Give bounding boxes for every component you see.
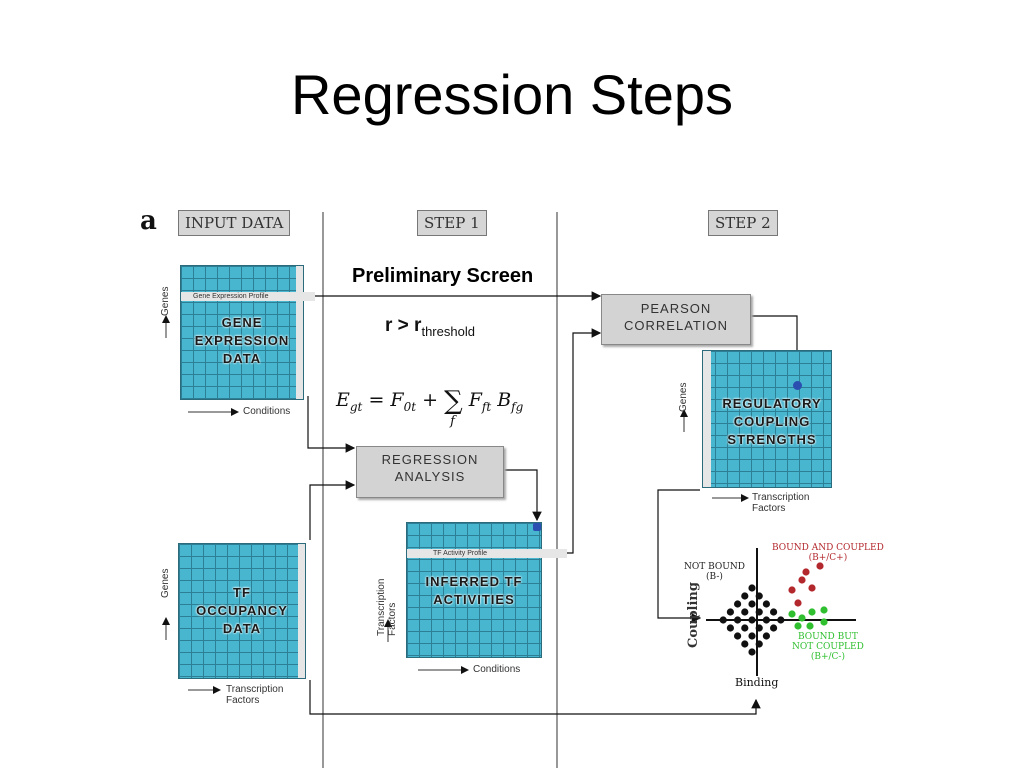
not-bound-label: NOT BOUND (B-) (684, 562, 745, 582)
tf-occupancy-x-axis: Transcription Factors (226, 684, 284, 706)
not-bound-point (770, 608, 778, 616)
sum-symbol: ∑ f (444, 386, 463, 429)
not-bound-point (734, 616, 742, 624)
gene-expression-grid: Gene Expression Profile GENE EXPRESSION … (180, 265, 315, 400)
threshold-expression: r > rthreshold (385, 315, 475, 339)
bound-coupled-point (808, 584, 816, 592)
not-bound-point (777, 616, 785, 624)
not-bound-point (741, 592, 749, 600)
inferred-tf-strip: TF Activity Profile (407, 549, 567, 558)
not-bound-point (762, 632, 771, 640)
preliminary-screen-label: Preliminary Screen (352, 265, 534, 287)
stage-input-data: INPUT DATA (178, 210, 291, 236)
not-bound-point (726, 624, 735, 632)
bound-not-coupled-point (820, 618, 828, 626)
slide-title: Regression Steps (290, 63, 733, 126)
arrow-tf-to-regression (309, 480, 356, 540)
tf-occupancy-label: TF OCCUPANCY DATA (196, 585, 288, 636)
pearson-correlation-box: PEARSON CORRELATION (601, 294, 751, 345)
bound-coupled-label: BOUND AND COUPLED (B+/C+) (772, 543, 884, 563)
inferred-tf-label: INFERRED TF ACTIVITIES (425, 574, 523, 607)
arrow-regression-to-inferred (503, 469, 542, 522)
regression-equation: Egt = F0t + ∑ f Fft Bfg (336, 386, 524, 429)
stage-step-2: STEP 2 (708, 210, 778, 236)
bound-coupled-point (794, 599, 802, 607)
bound-not-coupled-label: BOUND BUT NOT COUPLED (B+/C-) (792, 632, 864, 662)
bound-not-coupled-point (820, 606, 828, 614)
coupling-vstrip (703, 351, 711, 487)
not-bound-point (748, 616, 756, 624)
not-bound-point (741, 640, 749, 648)
bound-coupled-point (798, 576, 806, 584)
not-bound-point (770, 624, 778, 632)
bound-not-coupled-point (806, 622, 814, 630)
not-bound-point (748, 648, 756, 656)
coupling-label: REGULATORY COUPLING STRENGTHS (722, 396, 822, 447)
not-bound-point (726, 608, 735, 616)
not-bound-point (762, 600, 771, 608)
not-bound-point (734, 632, 742, 640)
axis-arrows (162, 315, 749, 694)
gene-expression-vstrip (296, 266, 303, 399)
not-bound-point (755, 592, 763, 600)
coupling-grid: REGULATORY COUPLING STRENGTHS (702, 350, 832, 488)
not-bound-point (762, 616, 771, 624)
tf-occupancy-vstrip (298, 544, 305, 678)
tf-occupancy-grid: TF OCCUPANCY DATA (178, 543, 306, 679)
inferred-tf-grid: TF Activity Profile INFERRED TF ACTIVITI… (406, 522, 567, 658)
inferred-tf-x-axis: Conditions (473, 664, 521, 675)
inferred-tf-marker (533, 523, 541, 531)
not-bound-point (755, 640, 763, 648)
scatter-y-axis: Coupling (686, 582, 701, 648)
gene-expression-label: GENE EXPRESSION DATA (194, 315, 290, 366)
arrow-tf-to-scatter (309, 680, 761, 715)
panel-letter: a (140, 206, 157, 236)
bound-not-coupled-point (794, 622, 802, 630)
not-bound-point (741, 624, 749, 632)
bound-not-coupled-point (788, 610, 796, 618)
not-bound-point (755, 608, 763, 616)
not-bound-point (748, 632, 756, 640)
arrow-coupling-to-scatter (657, 489, 702, 623)
not-bound-point (741, 608, 749, 616)
scatter-x-axis: Binding (735, 676, 779, 689)
gene-expression-x-axis: Conditions (243, 406, 291, 417)
bound-coupled-point (802, 568, 810, 576)
coupling-marker (793, 381, 802, 390)
stage-step-1: STEP 1 (417, 210, 487, 236)
not-bound-point (755, 624, 763, 632)
coupling-x-axis: Transcription Factors (752, 492, 810, 514)
arrow-expr-to-regression (307, 396, 356, 453)
not-bound-point (748, 584, 756, 592)
gene-expression-strip: Gene Expression Profile (181, 292, 315, 301)
not-bound-point (748, 600, 756, 608)
regression-analysis-box: REGRESSION ANALYSIS (356, 446, 504, 498)
bound-coupled-point (788, 586, 796, 594)
bound-coupled-point (816, 562, 824, 570)
not-bound-point (719, 616, 727, 624)
bound-not-coupled-point (798, 614, 806, 622)
bound-not-coupled-point (808, 608, 816, 616)
not-bound-point (734, 600, 742, 608)
